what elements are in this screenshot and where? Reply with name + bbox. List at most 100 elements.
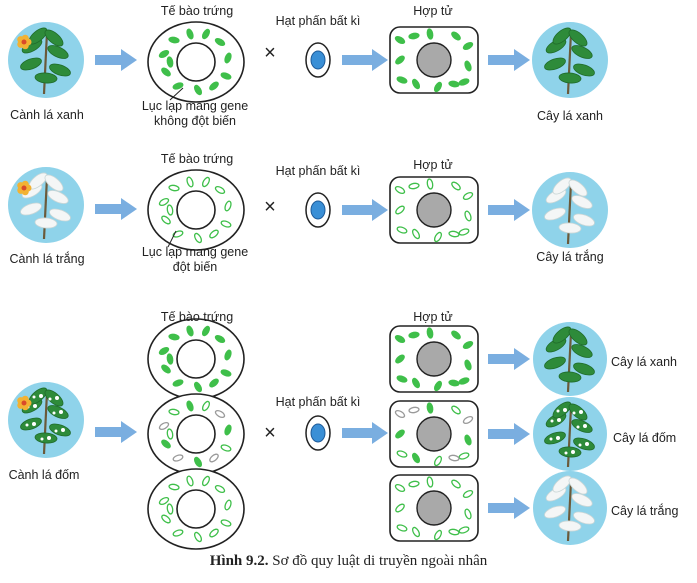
leaf [44, 174, 64, 192]
chloroplast [161, 67, 171, 77]
leaf [568, 403, 588, 421]
plant-green [532, 22, 608, 98]
stem [42, 31, 49, 95]
chloroplast [433, 380, 443, 392]
chloroplast [451, 181, 461, 191]
leaf [573, 511, 595, 525]
chloroplast [172, 529, 184, 537]
arrow-head [372, 49, 388, 71]
chloroplast [166, 428, 174, 440]
chloroplast [168, 333, 180, 341]
leaf-spot [32, 422, 36, 426]
plant-green [533, 322, 607, 396]
flower [17, 34, 32, 50]
leaf-spot [556, 409, 560, 413]
zygote-title: Hợp tử [413, 158, 453, 172]
zygote-nucleus [416, 42, 452, 78]
zygote-cell [389, 325, 479, 393]
chloroplast [395, 205, 405, 215]
leaf [544, 431, 566, 445]
arrow [95, 421, 137, 443]
chloroplast [201, 28, 211, 40]
chloroplast [201, 400, 211, 412]
cross-symbol: × [264, 196, 276, 218]
chloroplast [214, 37, 226, 47]
leaf-spot [564, 451, 568, 455]
chloroplast [186, 475, 194, 487]
leaf [568, 179, 588, 197]
cross-symbol: × [264, 422, 276, 444]
chloroplast [433, 455, 443, 467]
chloroplast [448, 80, 460, 88]
chloroplast [408, 480, 420, 488]
arrow-head [514, 497, 530, 519]
chloroplast [462, 191, 474, 201]
leaf-spot [40, 437, 44, 441]
leaf [544, 57, 566, 71]
chloroplast [448, 230, 460, 238]
leaf [34, 72, 58, 84]
pollen-nucleus [310, 50, 326, 70]
leaf [571, 195, 593, 209]
chloroplast [166, 56, 174, 68]
figure-caption: Hình 9.2. Sơ đồ quy luật di truyền ngoài… [0, 553, 697, 570]
leaf [571, 45, 593, 59]
plant-white [533, 471, 607, 545]
leaf-spot [550, 419, 554, 423]
arrow-head [121, 198, 137, 220]
leaf-spot [572, 411, 576, 415]
leaf-spot [52, 411, 56, 415]
chloroplast [158, 197, 170, 207]
chloroplast [158, 49, 170, 59]
chloroplast [201, 176, 211, 188]
leaf [568, 477, 588, 495]
chloroplast [209, 378, 219, 388]
leaf-spot [563, 408, 567, 412]
chloroplast [396, 375, 408, 383]
chloroplast [464, 508, 472, 520]
leaf [571, 493, 593, 507]
zygote-cell [389, 400, 479, 468]
stem [42, 176, 49, 240]
chloroplast [408, 331, 420, 339]
leaf-spot [576, 425, 580, 429]
flower-center [21, 400, 27, 406]
leaf [44, 29, 64, 47]
egg-nucleus [176, 414, 216, 454]
chloroplast [394, 334, 406, 344]
leaf-spot [585, 442, 589, 446]
egg-note-line-2: đột biến [172, 260, 218, 274]
plant-white [532, 172, 608, 248]
leaf [552, 475, 572, 493]
leaf [573, 362, 595, 376]
leaf [571, 344, 593, 358]
leaf-spot [32, 395, 36, 399]
chloroplast [220, 444, 232, 452]
leaf [552, 177, 572, 195]
leaf-spot [55, 396, 59, 400]
zygote-title: Hợp tử [413, 4, 453, 18]
chloroplast [411, 78, 421, 90]
leaf [571, 419, 593, 433]
chloroplast [396, 524, 408, 532]
arrow [488, 423, 530, 445]
plant-green [8, 22, 84, 98]
flower-center [21, 185, 27, 191]
chloroplast [451, 479, 461, 489]
leaf [544, 207, 566, 221]
arrow-shaft [488, 354, 516, 364]
arrow [488, 199, 530, 221]
flower-center [21, 39, 27, 45]
arrow-shaft [488, 205, 516, 215]
chloroplast [220, 72, 232, 80]
leaf-spot [583, 424, 587, 428]
pollen-label: Hạt phấn bất kì [275, 395, 361, 409]
chloroplast [161, 439, 171, 449]
chloroplast [209, 229, 219, 239]
leaf [558, 520, 582, 532]
chloroplast [186, 400, 194, 412]
egg-nucleus [176, 339, 216, 379]
offspring-label-spotted: Cây lá đốm [613, 431, 677, 445]
chloroplast [224, 499, 232, 511]
chloroplast [411, 526, 421, 538]
